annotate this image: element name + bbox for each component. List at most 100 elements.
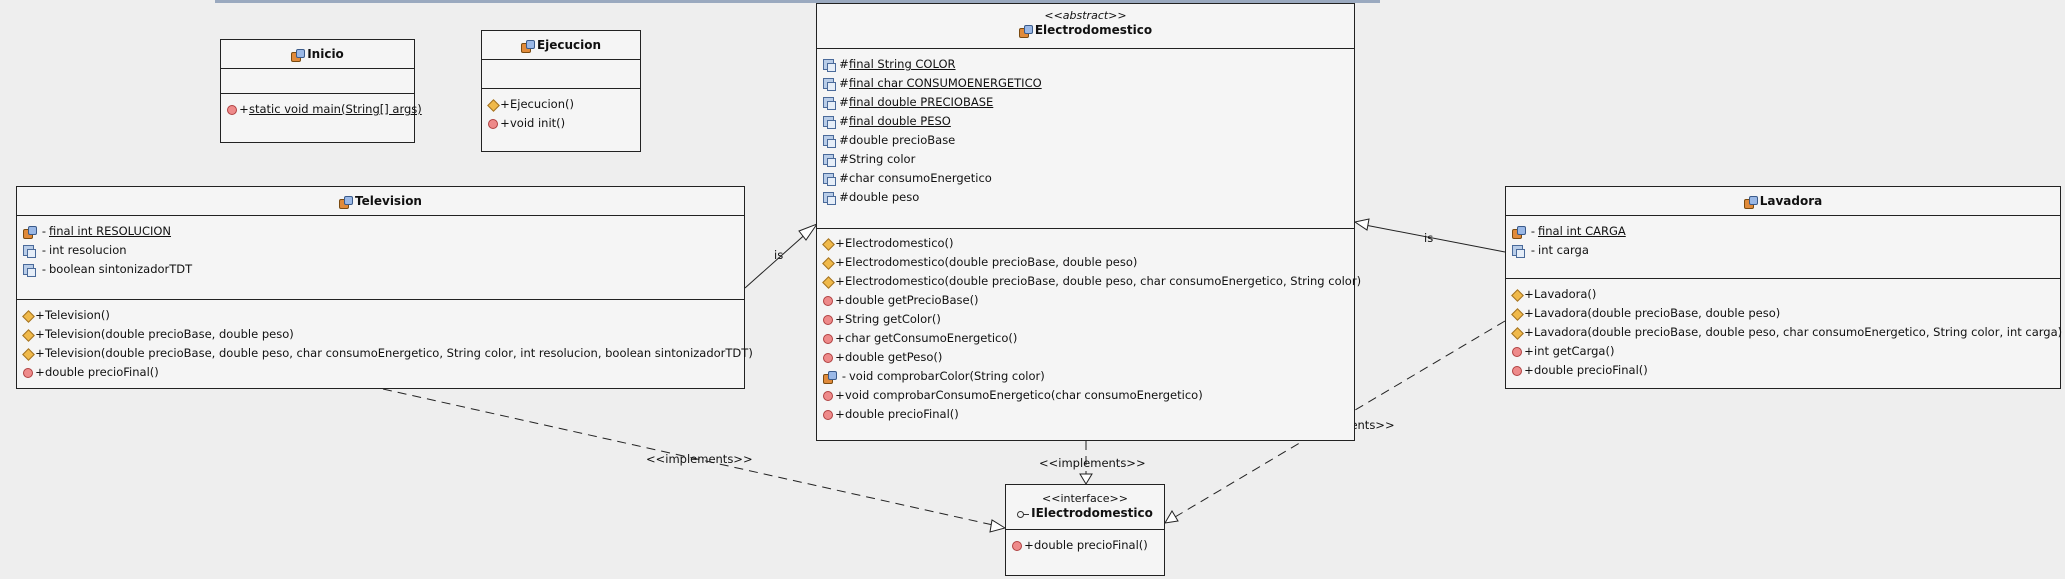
- field-row[interactable]: -int carga: [1512, 241, 2060, 260]
- method-row[interactable]: +double precioFinal(): [23, 363, 744, 382]
- field-row[interactable]: #final String COLOR: [823, 55, 1354, 74]
- private-method-icon: [488, 118, 498, 129]
- method-row[interactable]: +char getConsumoEnergetico(): [823, 329, 1354, 348]
- class-header: Ejecucion: [482, 31, 640, 60]
- method-row[interactable]: +Television(double precioBase, double pe…: [23, 344, 753, 363]
- class-lavadora[interactable]: Lavadora -final int CARGA -int carga +La…: [1505, 186, 2062, 389]
- arrowhead-lavadora-implements: [1164, 510, 1179, 524]
- class-icon: [339, 195, 354, 209]
- field-row[interactable]: -final int RESOLUCION: [23, 222, 744, 241]
- field-row[interactable]: #final char CONSUMOENERGETICO: [823, 74, 1354, 93]
- class-name: Lavadora: [1759, 194, 1823, 208]
- class-icon: [1018, 24, 1033, 38]
- edge-lavadora-is-electrodomestico: [1364, 224, 1506, 253]
- class-header: Inicio: [221, 40, 414, 69]
- public-method-icon: [1512, 290, 1522, 300]
- public-method-icon: [23, 311, 33, 321]
- method-row[interactable]: +Electrodomestico(double precioBase, dou…: [823, 253, 1354, 272]
- method-icon: [1512, 346, 1522, 357]
- private-field-icon: [23, 244, 37, 258]
- field-icon: [823, 58, 837, 72]
- method-row[interactable]: +Ejecucion(): [488, 95, 640, 114]
- class-header: Lavadora: [1506, 187, 2060, 216]
- methods-section: +Lavadora() +Lavadora(double precioBase,…: [1506, 279, 2062, 380]
- arrowhead-electrodomestico-implements: [1079, 473, 1093, 485]
- edge-label-elec-implements: <<implements>>: [1039, 456, 1146, 470]
- method-icon: [823, 333, 833, 344]
- methods-section: +Ejecucion() +void init(): [482, 89, 640, 133]
- method-row[interactable]: +int getCarga(): [1512, 342, 2060, 361]
- public-method-icon: [823, 239, 833, 249]
- class-header: <<abstract>> Electrodomestico: [817, 4, 1354, 49]
- method-row[interactable]: +String getColor(): [823, 310, 1354, 329]
- methods-section: +static void main(String[] args): [221, 94, 422, 119]
- edge-label-tv-implements: <<implements>>: [646, 452, 753, 466]
- field-row[interactable]: #char consumoEnergetico: [823, 169, 1354, 188]
- fields-section: [482, 60, 640, 89]
- method-row[interactable]: +double getPeso(): [823, 348, 1354, 367]
- method-icon: [823, 390, 833, 401]
- field-row[interactable]: -int resolucion: [23, 241, 744, 260]
- method-icon: [823, 352, 833, 363]
- class-name: Inicio: [307, 47, 344, 61]
- method-icon: [1012, 540, 1022, 551]
- method-row[interactable]: +Lavadora(double precioBase, double peso…: [1512, 323, 2062, 342]
- interface-ielectrodomestico[interactable]: <<interface>> IElectrodomestico +double …: [1005, 484, 1165, 576]
- class-electrodomestico[interactable]: <<abstract>> Electrodomestico #final Str…: [816, 3, 1361, 441]
- field-row[interactable]: -boolean sintonizadorTDT: [23, 260, 744, 279]
- public-method-icon: [488, 100, 498, 110]
- method-row[interactable]: +Television(): [23, 306, 744, 325]
- class-icon: [291, 48, 306, 62]
- method-row[interactable]: +double precioFinal(): [1012, 536, 1164, 555]
- field-row[interactable]: #final double PRECIOBASE: [823, 93, 1354, 112]
- method-row[interactable]: +Electrodomestico(double precioBase, dou…: [823, 272, 1361, 291]
- edge-lavadora-implements: [1174, 320, 1506, 518]
- fields-section: -final int RESOLUCION -int resolucion -b…: [17, 216, 744, 300]
- method-row[interactable]: +double precioFinal(): [1512, 361, 2060, 380]
- edge-television-is-electrodomestico: [744, 230, 810, 289]
- private-method-icon: [823, 370, 837, 384]
- method-row[interactable]: +static void main(String[] args): [227, 100, 422, 119]
- interface-icon: [1017, 509, 1030, 519]
- class-ejecucion[interactable]: Ejecucion +Ejecucion() +void init(): [481, 30, 641, 152]
- method-row[interactable]: +double precioFinal(): [823, 405, 1354, 424]
- method-row[interactable]: -void comprobarColor(String color): [823, 367, 1354, 386]
- field-icon: [823, 134, 837, 148]
- public-method-icon: [23, 349, 33, 359]
- method-signature: void init(): [510, 116, 566, 130]
- private-field-icon: [1512, 225, 1526, 239]
- method-row[interactable]: +void init(): [488, 114, 640, 133]
- field-row[interactable]: #double peso: [823, 188, 1354, 207]
- field-row[interactable]: #final double PESO: [823, 112, 1354, 131]
- method-row[interactable]: +double getPrecioBase(): [823, 291, 1354, 310]
- field-icon: [823, 153, 837, 167]
- method-row[interactable]: +Lavadora(): [1512, 285, 2060, 304]
- field-icon: [823, 191, 837, 205]
- class-header: Television: [17, 187, 744, 216]
- field-row[interactable]: -final int CARGA: [1512, 222, 2060, 241]
- class-icon: [520, 39, 535, 53]
- class-inicio[interactable]: Inicio +static void main(String[] args): [220, 39, 422, 143]
- private-method-icon: [227, 104, 237, 115]
- private-field-icon: [23, 225, 37, 239]
- public-method-icon: [1512, 328, 1522, 338]
- method-signature: Ejecucion(): [510, 97, 574, 111]
- method-row[interactable]: +Lavadora(double precioBase, double peso…: [1512, 304, 2060, 323]
- fields-section: [221, 69, 414, 94]
- method-row[interactable]: +void comprobarConsumoEnergetico(char co…: [823, 386, 1354, 405]
- method-row[interactable]: +Television(double precioBase, double pe…: [23, 325, 744, 344]
- field-row[interactable]: #String color: [823, 150, 1354, 169]
- arrowhead-television-is: [798, 222, 819, 241]
- field-icon: [823, 172, 837, 186]
- method-icon: [823, 314, 833, 325]
- class-icon: [1743, 195, 1758, 209]
- edge-label-tv-is: is: [774, 248, 784, 262]
- public-method-icon: [823, 277, 833, 287]
- methods-section: +Electrodomestico() +Electrodomestico(do…: [817, 229, 1361, 424]
- method-row[interactable]: +Electrodomestico(): [823, 234, 1354, 253]
- field-row[interactable]: #double precioBase: [823, 131, 1354, 150]
- private-field-icon: [1512, 244, 1526, 258]
- class-television[interactable]: Television -final int RESOLUCION -int re…: [16, 186, 753, 389]
- field-icon: [823, 96, 837, 110]
- public-method-icon: [823, 258, 833, 268]
